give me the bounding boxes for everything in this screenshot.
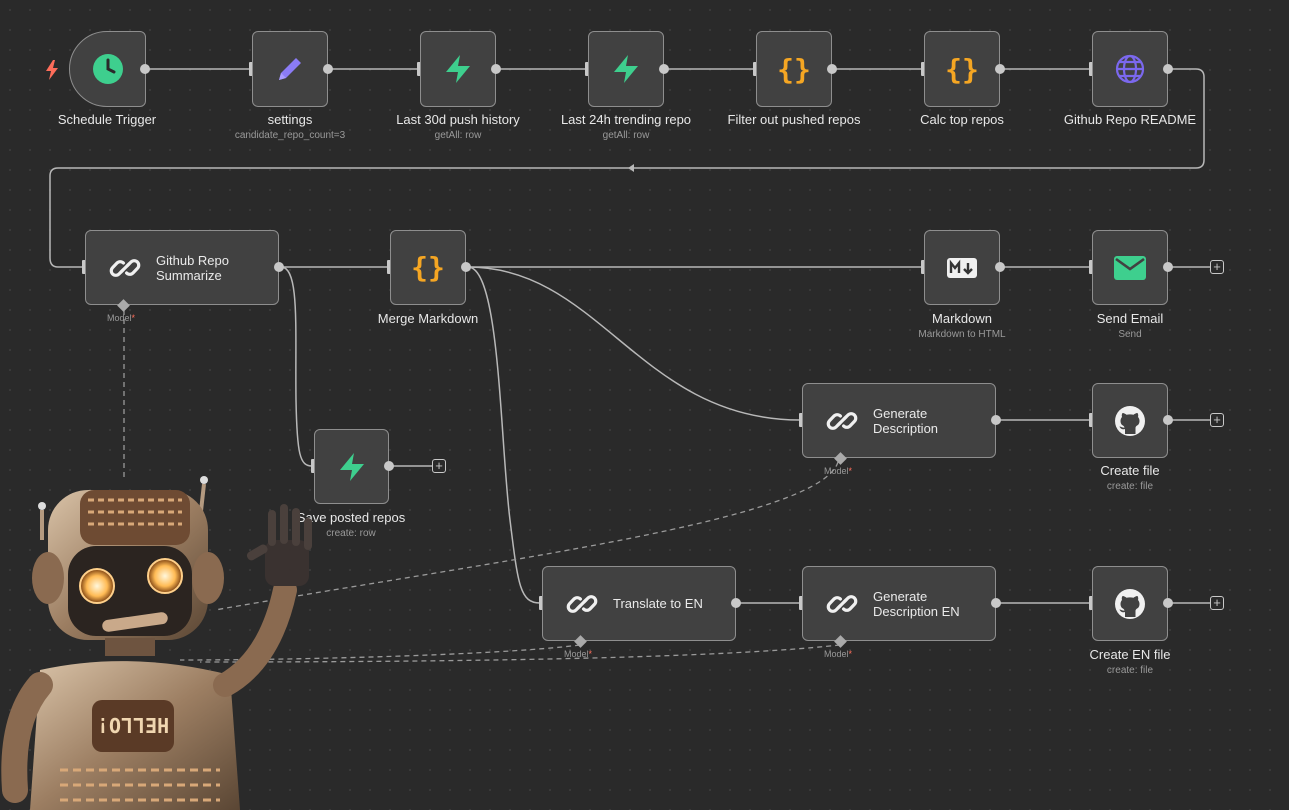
node-label: Calc top repos <box>920 112 1004 127</box>
output-port[interactable] <box>659 64 669 74</box>
node-sublabel: create: row <box>326 528 376 539</box>
clock-icon <box>91 52 125 86</box>
pencil-icon <box>273 52 307 86</box>
model-label: Model* <box>824 466 853 476</box>
model-label: Model* <box>107 313 136 323</box>
node-label: Github Repo README <box>1063 112 1197 127</box>
code-braces-icon: {} <box>777 52 811 86</box>
node-label: Last 24h trending repo <box>560 112 692 127</box>
add-node-button[interactable]: + <box>1210 596 1224 610</box>
node-create-file[interactable] <box>1092 383 1168 458</box>
node-label: Generate Description <box>873 405 939 436</box>
supabase-icon <box>335 450 369 484</box>
add-node-button[interactable]: + <box>1210 260 1224 274</box>
node-schedule-trigger[interactable] <box>69 31 146 107</box>
link-chain-icon <box>565 587 599 621</box>
output-port[interactable] <box>991 598 1001 608</box>
output-port[interactable] <box>384 461 394 471</box>
output-port[interactable] <box>995 64 1005 74</box>
output-port[interactable] <box>1163 415 1173 425</box>
output-port[interactable] <box>731 598 741 608</box>
node-push-history[interactable] <box>420 31 496 107</box>
link-chain-icon <box>108 251 142 285</box>
node-label: settings <box>267 112 313 127</box>
node-markdown[interactable] <box>924 230 1000 305</box>
node-label: Last 30d push history <box>396 112 520 127</box>
model-label: Model* <box>824 649 853 659</box>
connection <box>467 266 541 604</box>
node-label: Generate Description EN <box>873 588 960 619</box>
output-port[interactable] <box>1163 262 1173 272</box>
node-sublabel: getAll: row <box>434 130 482 141</box>
node-generate-description-en[interactable]: Generate Description EN <box>802 566 996 641</box>
node-label: Translate to EN <box>613 596 703 611</box>
node-repo-summarize[interactable]: Github Repo Summarize <box>85 230 279 305</box>
output-port[interactable] <box>827 64 837 74</box>
output-port[interactable] <box>491 64 501 74</box>
node-label: Create EN file <box>1089 647 1171 662</box>
output-port[interactable] <box>461 262 471 272</box>
add-node-button[interactable]: + <box>432 459 446 473</box>
link-chain-icon <box>825 587 859 621</box>
output-port[interactable] <box>1163 598 1173 608</box>
node-merge-markdown[interactable]: {} <box>390 230 466 305</box>
output-port[interactable] <box>323 64 333 74</box>
node-repo-readme[interactable] <box>1092 31 1168 107</box>
model-link <box>179 644 581 661</box>
node-label: Markdown <box>932 311 992 326</box>
output-port[interactable] <box>140 64 150 74</box>
node-trending-repo[interactable] <box>588 31 664 107</box>
link-chain-icon <box>825 404 859 438</box>
node-label: Save posted repos <box>296 510 406 525</box>
node-send-email[interactable] <box>1092 230 1168 305</box>
robot-hello-sign: HELLO! <box>97 713 169 737</box>
node-create-en-file[interactable] <box>1092 566 1168 641</box>
add-node-button[interactable]: + <box>1210 413 1224 427</box>
model-link <box>199 644 841 663</box>
node-filter-pushed[interactable]: {} <box>756 31 832 107</box>
node-label: Send Email <box>1096 311 1164 326</box>
node-sublabel: getAll: row <box>602 130 650 141</box>
node-label: Schedule Trigger <box>57 112 157 127</box>
github-icon <box>1113 587 1147 621</box>
node-label: Merge Markdown <box>377 311 479 326</box>
connection <box>280 266 313 467</box>
node-generate-description[interactable]: Generate Description <box>802 383 996 458</box>
connection <box>49 68 1205 268</box>
connection <box>467 266 801 421</box>
supabase-icon <box>441 52 475 86</box>
model-link <box>214 461 839 611</box>
node-label: Filter out pushed repos <box>727 112 861 127</box>
output-port[interactable] <box>274 262 284 272</box>
node-label: Create file <box>1100 463 1160 478</box>
code-braces-icon: {} <box>411 251 445 284</box>
node-calc-top[interactable]: {} <box>924 31 1000 107</box>
globe-icon <box>1113 52 1147 86</box>
robot-mascot: HELLO! <box>1 476 312 810</box>
markdown-icon <box>945 251 979 285</box>
code-braces-icon: {} <box>945 52 979 86</box>
node-label: Github Repo Summarize <box>156 252 229 283</box>
output-port[interactable] <box>991 415 1001 425</box>
node-sublabel: candidate_repo_count=3 <box>234 130 346 141</box>
supabase-icon <box>609 52 643 86</box>
model-label: Model* <box>564 649 593 659</box>
envelope-icon <box>1113 251 1147 285</box>
node-sublabel: Markdown to HTML <box>918 329 1006 340</box>
node-sublabel: create: file <box>1106 665 1154 676</box>
node-save-posted[interactable] <box>314 429 389 504</box>
output-port[interactable] <box>995 262 1005 272</box>
output-port[interactable] <box>1163 64 1173 74</box>
github-icon <box>1113 404 1147 438</box>
node-sublabel: create: file <box>1106 481 1154 492</box>
node-settings[interactable] <box>252 31 328 107</box>
node-sublabel: Send <box>1118 329 1142 340</box>
node-translate-en[interactable]: Translate to EN <box>542 566 736 641</box>
trigger-bolt-icon <box>46 60 58 80</box>
